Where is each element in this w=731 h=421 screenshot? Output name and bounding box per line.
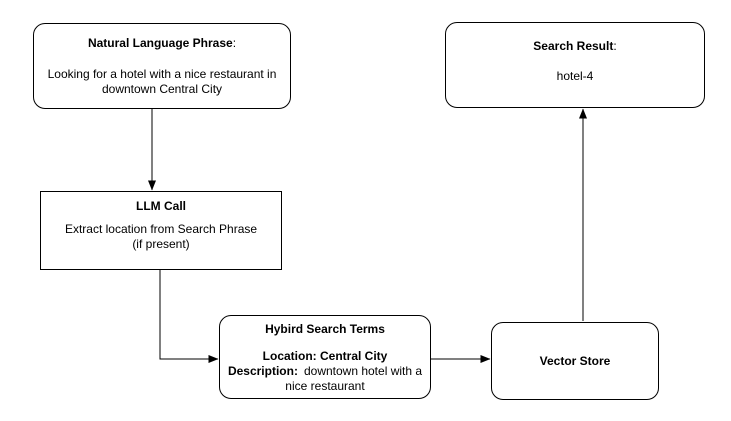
node-body: Location: Central City Description: downt… [220,349,430,394]
node-body-line: (if present) [132,237,190,251]
node-title-text: Natural Language Phrase [87,36,233,50]
node-title: Natural Language Phrase: [34,36,290,51]
node-title: LLM Call [136,199,186,213]
node-llm-call: LLM Call Extract location from Search Ph… [40,191,282,270]
node-body: Looking for a hotel with a nice restaura… [34,67,290,97]
result-value: hotel-4 [556,69,594,83]
node-body: hotel-4 [446,69,704,84]
node-search-result: Search Result: hotel-4 [445,22,705,108]
hybrid-description-line2: nice restaurant [285,379,365,393]
hybrid-description-line: Description: downtown hotel with a [220,364,430,379]
arrow-llm-to-hybrid [159,270,219,363]
node-title: Hybird Search Terms [265,322,385,336]
node-body: Extract location from Search Phrase (if … [41,222,281,252]
node-title-colon: : [232,36,237,50]
node-body-line: downtown Central City [101,82,223,96]
node-hybrid-search-terms: Hybird Search Terms Location: Central Ci… [219,315,431,399]
node-natural-language-phrase: Natural Language Phrase: Looking for a h… [33,23,291,109]
node-vector-store: Vector Store [491,322,659,400]
node-title-colon: : [613,39,617,53]
hybrid-description-text: downtown hotel with a [303,364,423,378]
hybrid-description-label: Description: [227,364,298,378]
node-title: Vector Store [539,353,611,368]
node-title: Search Result: [446,39,704,54]
node-title-text: Search Result [533,39,614,53]
node-body-line: Looking for a hotel with a nice restaura… [47,67,277,81]
hybrid-location-line: Location: Central City [262,349,388,363]
node-body-line: Extract location from Search Phrase [64,222,258,236]
